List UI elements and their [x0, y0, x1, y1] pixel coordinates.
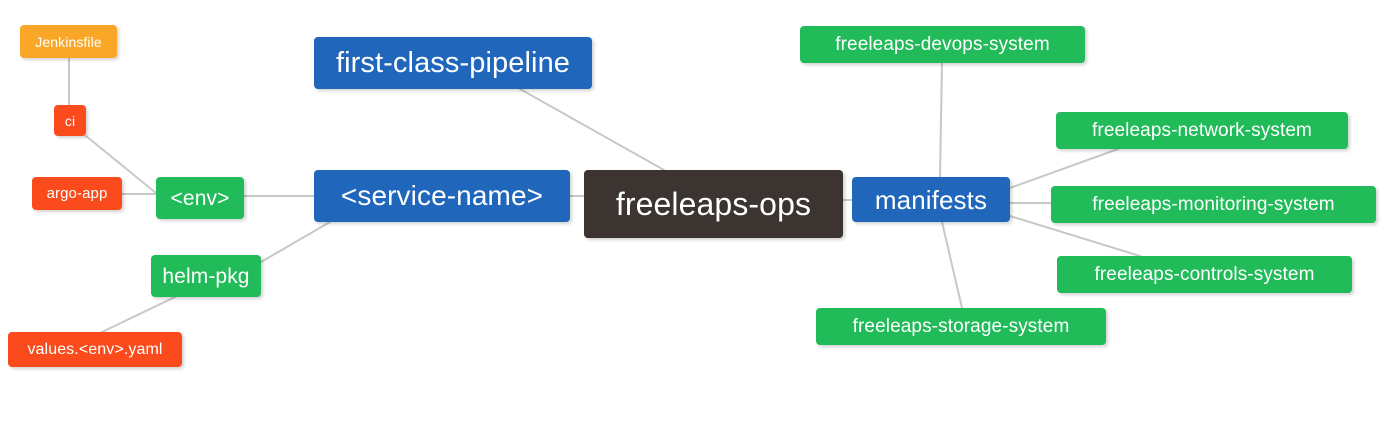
- edge-manifests-to-storage-system: [941, 221, 963, 309]
- node-service-name[interactable]: <service-name>: [314, 170, 570, 222]
- node-controls-system[interactable]: freeleaps-controls-system: [1057, 256, 1352, 293]
- edge-service-name-to-helm-pkg: [260, 221, 331, 263]
- edge-manifests-to-devops-system: [939, 62, 943, 178]
- node-storage-system[interactable]: freeleaps-storage-system: [816, 308, 1106, 345]
- node-env[interactable]: <env>: [156, 177, 244, 219]
- edge-first-class-pipeline-to-freeleaps-ops: [519, 88, 665, 171]
- edge-helm-pkg-to-values-yaml: [101, 296, 176, 333]
- node-argo-app[interactable]: argo-app: [32, 177, 122, 210]
- node-helm-pkg[interactable]: helm-pkg: [151, 255, 261, 297]
- node-values-yaml[interactable]: values.<env>.yaml: [8, 332, 182, 367]
- node-network-system[interactable]: freeleaps-network-system: [1056, 112, 1348, 149]
- node-freeleaps-ops[interactable]: freeleaps-ops: [584, 170, 843, 238]
- node-ci[interactable]: ci: [54, 105, 86, 136]
- node-monitoring-system[interactable]: freeleaps-monitoring-system: [1051, 186, 1376, 223]
- edge-manifests-to-network-system: [1009, 148, 1119, 189]
- node-jenkinsfile[interactable]: Jenkinsfile: [20, 25, 117, 58]
- node-first-class-pipeline[interactable]: first-class-pipeline: [314, 37, 592, 89]
- node-devops-system[interactable]: freeleaps-devops-system: [800, 26, 1085, 63]
- node-manifests[interactable]: manifests: [852, 177, 1010, 222]
